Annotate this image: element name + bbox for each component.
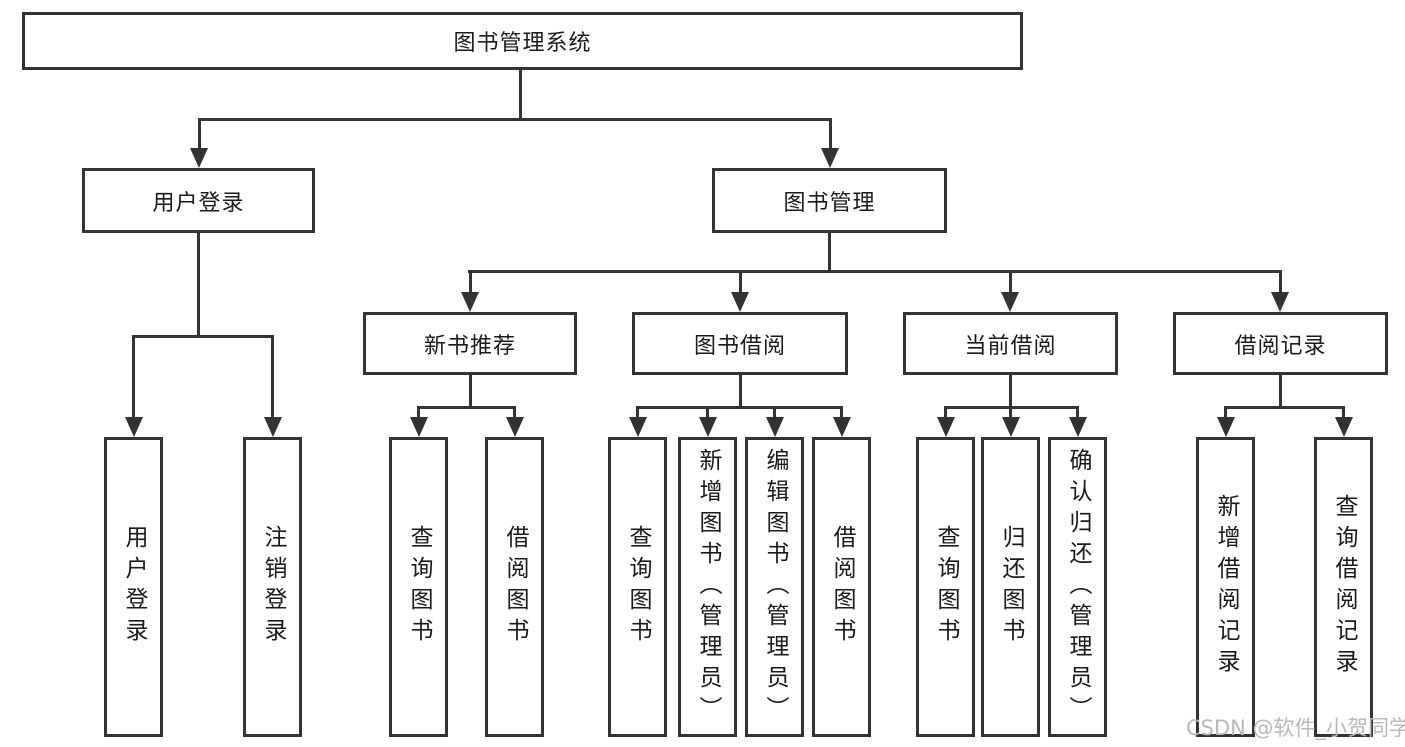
arrow-down-icon — [461, 292, 479, 312]
node-leaf-logout-label: 注销登录 — [260, 525, 286, 649]
connector-line — [1279, 373, 1282, 408]
node-leaf-bookborrow-add: 新增图书（管理员） — [678, 437, 737, 737]
connector-line — [739, 373, 742, 408]
connector-line — [840, 406, 843, 421]
connector-line — [1224, 406, 1345, 409]
connector-line — [271, 335, 274, 421]
connector-line — [198, 118, 201, 152]
arrow-down-icon — [264, 417, 282, 437]
connector-line — [132, 335, 274, 338]
connector-line — [829, 118, 832, 152]
connector-line — [828, 231, 831, 273]
node-leaf-bookborrow-query-label: 查询图书 — [625, 525, 651, 649]
node-leaf-bookborrow-add-label: 新增图书（管理员） — [695, 447, 721, 727]
node-new-books-label: 新书推荐 — [423, 333, 516, 359]
connector-line — [417, 406, 516, 409]
arrow-down-icon — [1069, 417, 1087, 437]
arrow-down-icon — [766, 417, 784, 437]
node-user-login-label: 用户登录 — [152, 190, 245, 216]
connector-line — [1009, 270, 1012, 296]
node-leaf-current-query: 查询图书 — [916, 437, 975, 737]
connector-line — [1279, 270, 1282, 296]
node-leaf-current-query-label: 查询图书 — [933, 525, 959, 649]
arrow-down-icon — [1217, 417, 1235, 437]
arrow-down-icon — [731, 292, 749, 312]
node-book-mgmt-label: 图书管理 — [783, 190, 876, 216]
connector-line — [739, 270, 742, 296]
connector-line — [132, 335, 135, 421]
connector-line — [944, 406, 947, 421]
arrow-down-icon — [699, 417, 717, 437]
connector-line — [636, 406, 639, 421]
arrow-down-icon — [821, 148, 839, 168]
arrow-down-icon — [1335, 417, 1353, 437]
arrow-down-icon — [1001, 292, 1019, 312]
connector-line — [706, 406, 709, 421]
node-leaf-current-confirm-label: 确认归还（管理员） — [1065, 447, 1091, 727]
arrow-down-icon — [937, 417, 955, 437]
connector-line — [469, 373, 472, 408]
node-leaf-current-return: 归还图书 — [981, 437, 1040, 737]
node-leaf-newbooks-query-label: 查询图书 — [406, 525, 432, 649]
arrow-down-icon — [629, 417, 647, 437]
connector-line — [197, 231, 200, 338]
node-leaf-records-add: 新增借阅记录 — [1196, 437, 1255, 737]
connector-line — [417, 406, 420, 421]
node-root: 图书管理系统 — [22, 12, 1023, 70]
node-root-label: 图书管理系统 — [453, 31, 592, 56]
connector-line — [468, 270, 1282, 273]
node-current-borrow-label: 当前借阅 — [964, 333, 1057, 359]
connector-line — [1076, 406, 1079, 421]
arrow-down-icon — [833, 417, 851, 437]
node-leaf-bookborrow-borrow-label: 借阅图书 — [829, 525, 855, 649]
node-leaf-bookborrow-query: 查询图书 — [608, 437, 667, 737]
connector-line — [519, 68, 522, 120]
node-new-books: 新书推荐 — [363, 312, 577, 375]
connector-line — [1224, 406, 1227, 421]
node-leaf-logout: 注销登录 — [243, 437, 302, 737]
node-leaf-current-confirm: 确认归还（管理员） — [1048, 437, 1107, 737]
node-leaf-newbooks-borrow-label: 借阅图书 — [502, 525, 528, 649]
arrow-down-icon — [506, 417, 524, 437]
node-leaf-records-add-label: 新增借阅记录 — [1213, 494, 1239, 680]
arrow-down-icon — [1002, 417, 1020, 437]
node-leaf-user-login: 用户登录 — [104, 437, 163, 737]
arrow-down-icon — [190, 148, 208, 168]
node-current-borrow: 当前借阅 — [903, 312, 1118, 375]
arrow-down-icon — [125, 417, 143, 437]
connector-line — [1342, 406, 1345, 421]
node-borrow-records: 借阅记录 — [1173, 312, 1388, 375]
arrow-down-icon — [410, 417, 428, 437]
arrow-down-icon — [1271, 292, 1289, 312]
node-leaf-newbooks-query: 查询图书 — [389, 437, 448, 737]
node-leaf-bookborrow-borrow: 借阅图书 — [812, 437, 871, 737]
node-book-borrow: 图书借阅 — [632, 312, 848, 375]
connector-line — [1009, 373, 1012, 408]
node-book-mgmt: 图书管理 — [712, 168, 947, 233]
connector-line — [1009, 406, 1012, 421]
node-leaf-bookborrow-edit: 编辑图书（管理员） — [745, 437, 804, 737]
connector-line — [636, 406, 843, 409]
connector-line — [198, 118, 832, 121]
node-book-borrow-label: 图书借阅 — [693, 333, 786, 359]
connector-line — [469, 270, 472, 296]
node-borrow-records-label: 借阅记录 — [1234, 333, 1327, 359]
node-user-login: 用户登录 — [82, 168, 315, 233]
node-leaf-user-login-label: 用户登录 — [121, 525, 147, 649]
connector-line — [513, 406, 516, 421]
node-leaf-newbooks-borrow: 借阅图书 — [485, 437, 544, 737]
watermark: CSDN @软件_小贺同学 — [1186, 716, 1405, 740]
node-leaf-current-return-label: 归还图书 — [998, 525, 1024, 649]
connector-line — [773, 406, 776, 421]
node-leaf-bookborrow-edit-label: 编辑图书（管理员） — [762, 447, 788, 727]
node-leaf-records-query-label: 查询借阅记录 — [1331, 494, 1357, 680]
node-leaf-records-query: 查询借阅记录 — [1314, 437, 1373, 737]
